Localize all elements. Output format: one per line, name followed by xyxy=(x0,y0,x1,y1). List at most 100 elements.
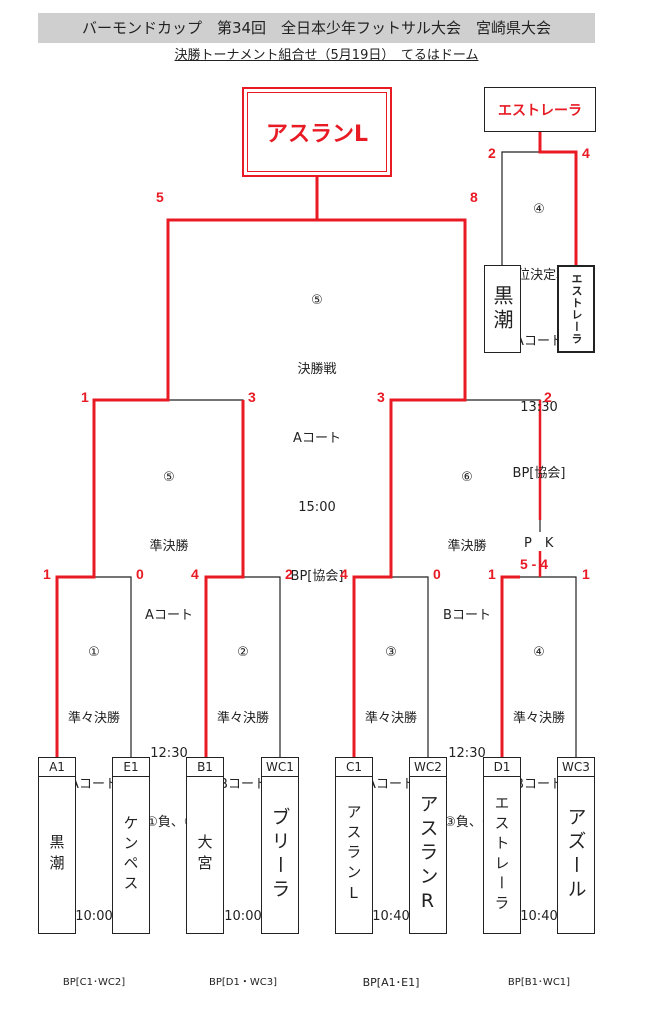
team-name: ケンペス xyxy=(121,815,140,895)
final-match: ⑤ 決勝戦 Aコート 15:00 BP[協会] xyxy=(237,243,397,611)
team-name: ブリーラ xyxy=(268,807,291,903)
match-time: 13:30 xyxy=(520,400,558,415)
match-bp: BP[協会] xyxy=(512,466,566,481)
score: 3 xyxy=(248,389,256,405)
score: 0 xyxy=(136,566,144,582)
match-bp: BP[B1･WC1] xyxy=(507,977,571,988)
match-court: Bコート xyxy=(219,777,267,792)
team-name: 大宮 xyxy=(195,834,214,876)
team-name-box: アスランL xyxy=(335,776,373,934)
pk-label: P K xyxy=(524,532,554,551)
score: 0 xyxy=(433,566,441,582)
match-round: 準々決勝 xyxy=(364,711,417,726)
match-number: ② xyxy=(237,645,249,660)
team-name: 黒潮 xyxy=(490,285,514,333)
team-seed: A1 xyxy=(38,757,76,777)
team-name: エストレーラ xyxy=(492,795,511,915)
match-court: Aコート xyxy=(367,777,415,792)
bracket-line xyxy=(94,576,132,757)
third-place-winner-box: エストレーラ xyxy=(484,87,596,132)
bracket-line xyxy=(501,151,540,265)
score: 1 xyxy=(582,566,590,582)
score: 1 xyxy=(81,389,89,405)
winner-path xyxy=(317,218,467,757)
match-court: Bコート xyxy=(443,608,491,623)
match-number: ⑥ xyxy=(461,470,473,485)
match-bp: BP[C1･WC2] xyxy=(62,977,126,988)
winner-path xyxy=(55,177,319,757)
score: 3 xyxy=(377,389,385,405)
team-name: アズール xyxy=(564,807,587,903)
team-seed: WC2 xyxy=(409,757,447,777)
team-name: エストレーラ xyxy=(570,273,583,345)
match-time: 10:40 xyxy=(520,909,558,924)
match-bp: BP[協会] xyxy=(290,569,344,584)
match-court: Aコート xyxy=(515,334,563,349)
match-number: ⑤ xyxy=(163,470,175,485)
match-court: Aコート xyxy=(293,431,341,446)
match-number: ① xyxy=(88,645,100,660)
match-round: 準決勝 xyxy=(447,539,487,554)
bracket-line xyxy=(391,576,429,757)
bracket-line xyxy=(243,576,281,757)
match-bp: BP[D1・WC3] xyxy=(209,977,277,988)
third-place-match: ④ 3位決定戦 Aコート 13:30 BP[協会] xyxy=(502,155,576,507)
score: 1 xyxy=(43,566,51,582)
match-time: 15:00 xyxy=(298,500,336,515)
bracket-line xyxy=(540,576,577,757)
score: 5 xyxy=(156,189,164,205)
winner-path xyxy=(538,132,578,265)
team-name: アスランL xyxy=(344,803,363,907)
match-court: Bコート xyxy=(515,777,563,792)
champion-box: アスランL xyxy=(242,87,392,177)
score: 4 xyxy=(582,145,590,161)
match-round: 決勝戦 xyxy=(297,362,337,377)
tournament-title: バーモンドカップ 第34回 全日本少年フットサル大会 宮崎県大会 xyxy=(38,13,595,43)
team-name-box: エストレーラ xyxy=(483,776,521,934)
team-name-box: アスランR xyxy=(409,776,447,934)
team-name-box: ケンペス xyxy=(112,776,150,934)
match-time: 12:30 xyxy=(448,746,486,761)
team-seed: WC1 xyxy=(261,757,299,777)
winner-path xyxy=(500,575,520,757)
score: 1 xyxy=(488,566,496,582)
champion-name: アスランL xyxy=(265,122,369,147)
team-seed: C1 xyxy=(335,757,373,777)
match-round: 準々決勝 xyxy=(512,711,565,726)
team-seed: D1 xyxy=(483,757,521,777)
match-time: 12:30 xyxy=(150,746,188,761)
team-name-box: 黒潮 xyxy=(38,776,76,934)
team-seed: E1 xyxy=(112,757,150,777)
match-round: 3位決定戦 xyxy=(508,268,570,283)
score: 8 xyxy=(470,189,478,205)
match-number: ⑤ xyxy=(311,293,323,308)
bracket-lines xyxy=(55,132,578,757)
match-time: 10:00 xyxy=(224,909,262,924)
match-round: 準々決勝 xyxy=(216,711,269,726)
winner-path xyxy=(204,400,245,757)
score: 4 xyxy=(340,566,348,582)
match-round: 準決勝 xyxy=(149,539,189,554)
match-time: 10:00 xyxy=(75,909,113,924)
team-name: アスランR xyxy=(416,793,439,917)
score: 2 xyxy=(285,566,293,582)
match-number: ④ xyxy=(533,645,545,660)
match-court: Aコート xyxy=(145,608,193,623)
score: 2 xyxy=(544,389,552,405)
score: 4 xyxy=(191,566,199,582)
match-time: 10:40 xyxy=(372,909,410,924)
third-place-team-right: エストレーラ xyxy=(557,265,595,353)
third-place-team-left: 黒潮 xyxy=(484,265,521,353)
team-seed: B1 xyxy=(186,757,224,777)
match-court: Aコート xyxy=(70,777,118,792)
team-name-box: 大宮 xyxy=(186,776,224,934)
pk-score: 5 - 4 xyxy=(520,556,549,572)
match-number: ④ xyxy=(533,202,545,217)
tournament-subtitle: 決勝トーナメント組合せ（5月19日） てるはドーム xyxy=(174,48,479,63)
match-round: 準々決勝 xyxy=(67,711,120,726)
score: 2 xyxy=(488,145,496,161)
match-number: ③ xyxy=(385,645,397,660)
team-name-box: アズール xyxy=(557,776,595,934)
team-name-box: ブリーラ xyxy=(261,776,299,934)
team-name: 黒潮 xyxy=(47,834,66,876)
